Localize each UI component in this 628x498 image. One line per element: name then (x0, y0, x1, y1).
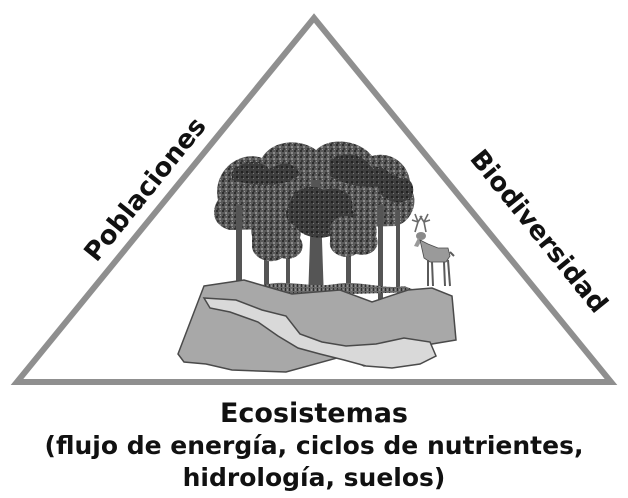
tree-cluster-right (329, 175, 414, 257)
label-poblaciones: Poblaciones (79, 112, 213, 267)
caption-ecosystem-processes: (flujo de energía, ciclos de nutrientes, (44, 431, 584, 460)
caption-ecosystem-processes-cont: hidrología, suelos) (182, 463, 446, 492)
forest-landscape-illustration (177, 141, 457, 373)
river (202, 297, 437, 369)
deer-icon (411, 213, 455, 287)
triangle-frame (10, 13, 618, 385)
label-ecosistemas: Ecosistemas (219, 398, 409, 429)
tree-cluster-left (251, 216, 303, 262)
